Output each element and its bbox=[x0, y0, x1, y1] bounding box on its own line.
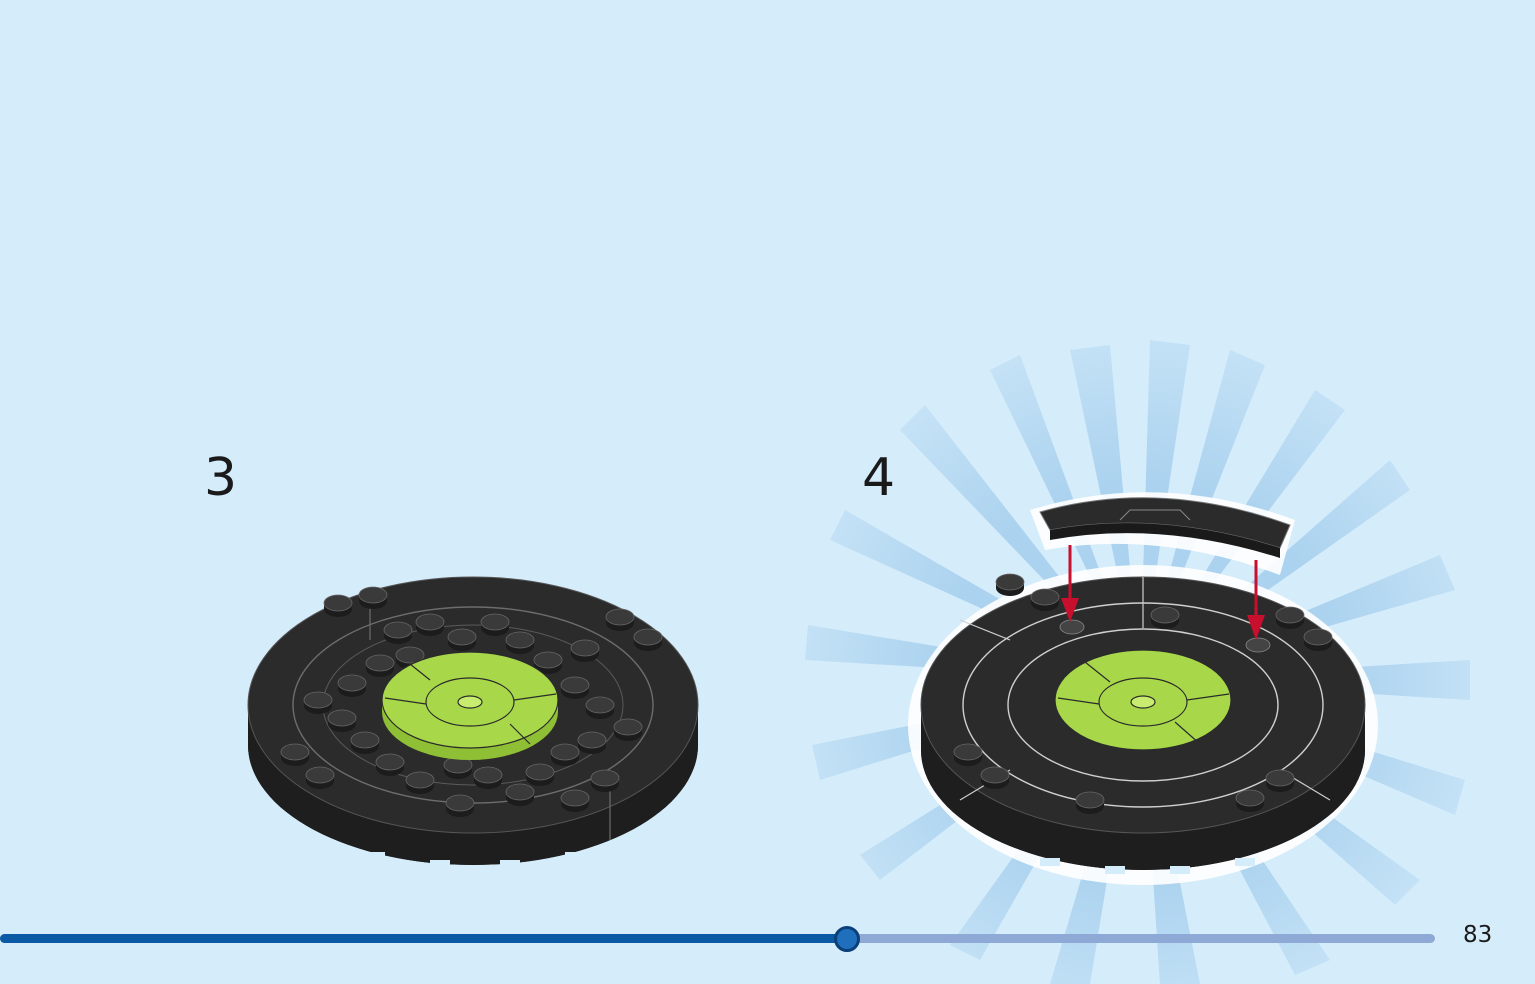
progress-fill bbox=[0, 934, 847, 943]
page-progress-bar[interactable] bbox=[0, 926, 1435, 952]
step-number-3: 3 bbox=[204, 448, 238, 508]
step3-part-illustration bbox=[247, 576, 699, 868]
down-arrow-icon bbox=[1247, 560, 1265, 640]
step4-part-illustration bbox=[805, 340, 1470, 984]
page-number: 83 bbox=[1463, 922, 1493, 948]
progress-handle[interactable] bbox=[833, 926, 860, 952]
step-number-4: 4 bbox=[862, 448, 896, 508]
curved-tile-piece bbox=[1039, 497, 1291, 558]
down-arrow-icon bbox=[1061, 545, 1079, 622]
